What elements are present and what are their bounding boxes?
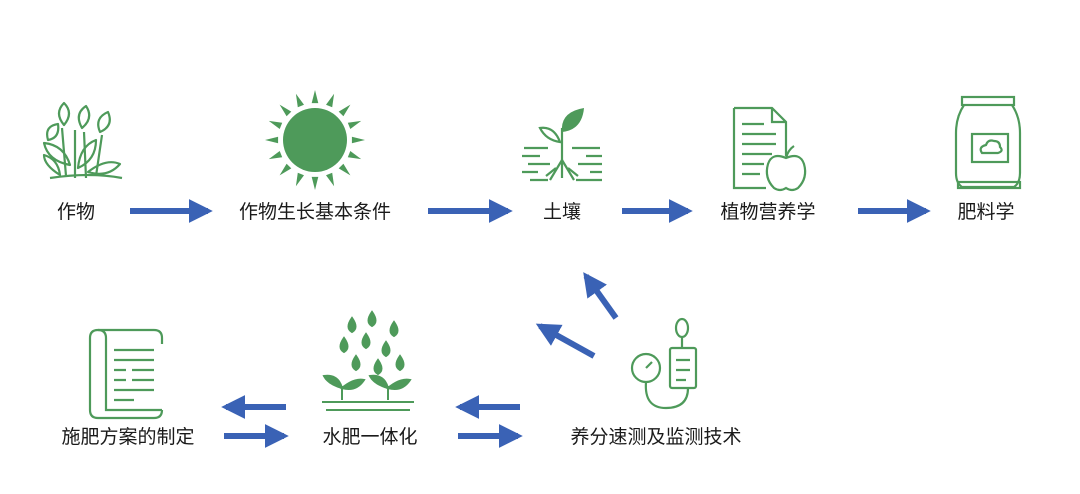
node-label-fertilizer: 肥料学 [957, 201, 1014, 223]
arrow-testing-to-soil [583, 272, 619, 320]
fertilizer-bag-icon [954, 95, 1022, 190]
node-label-soil: 土壤 [543, 201, 581, 223]
sun-ray [268, 151, 283, 160]
node-label-nutrition: 植物营养学 [720, 201, 815, 223]
node-label-crop: 作物 [57, 201, 95, 223]
sun-ray [268, 120, 283, 129]
sun-ray [279, 163, 292, 176]
sun-ray [338, 104, 351, 117]
sun-ray [279, 104, 292, 117]
crop-plant-icon [42, 101, 123, 180]
sun-ray [347, 151, 362, 160]
rain-seedling-icon [322, 310, 414, 411]
sun-ray [311, 90, 319, 104]
sun-ray [295, 172, 304, 187]
node-label-fertigation: 水肥一体化 [322, 426, 417, 448]
sun-ray [351, 136, 365, 144]
meter-device-icon [630, 317, 698, 410]
sun-icon [265, 90, 365, 190]
node-label-plan: 施肥方案的制定 [61, 426, 194, 448]
sprout-soil-icon [522, 108, 602, 182]
sun-ray [338, 163, 351, 176]
sun-ray [265, 136, 279, 144]
node-label-testing: 养分速测及监测技术 [570, 426, 741, 448]
document-apple-icon [732, 106, 807, 192]
sun-ray [347, 120, 362, 129]
arrows [130, 199, 931, 448]
sun-ray [326, 93, 335, 108]
sun-ray [311, 176, 319, 190]
node-label-growth: 作物生长基本条件 [239, 201, 391, 223]
sun-ray [295, 93, 304, 108]
arrow-testing-to-soil-2 [535, 323, 596, 359]
scroll-plan-icon [88, 328, 164, 420]
sun-ray [326, 172, 335, 187]
